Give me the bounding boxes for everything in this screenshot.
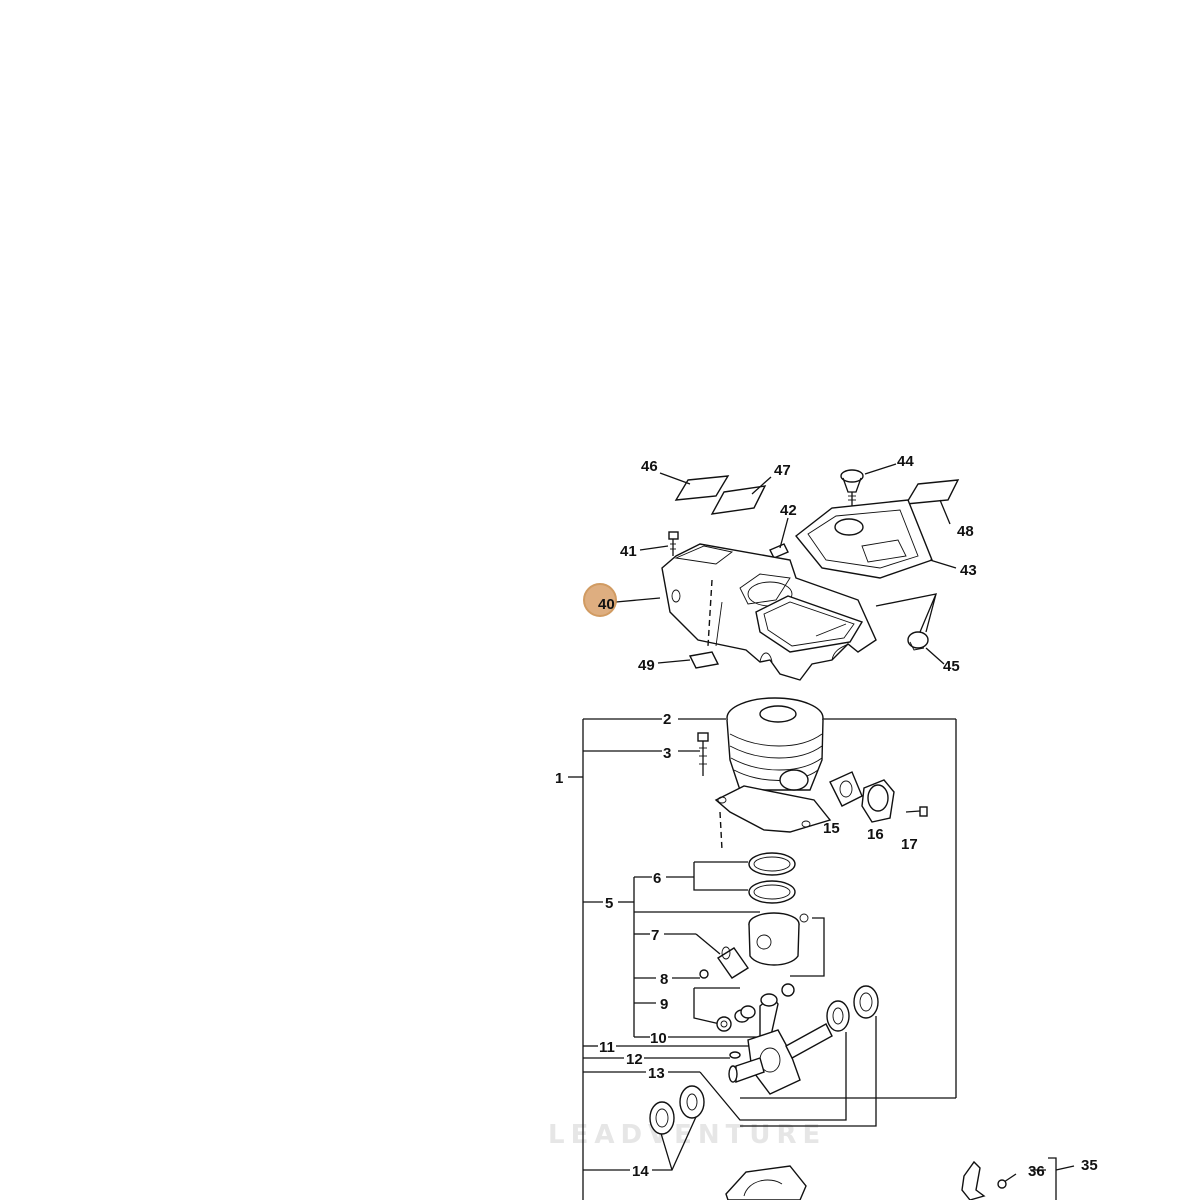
shroud-40 <box>661 543 877 681</box>
callout-13[interactable]: 13 <box>648 1065 665 1082</box>
callout-5[interactable]: 5 <box>605 895 613 912</box>
key-12 <box>729 1051 741 1059</box>
callout-41[interactable]: 41 <box>620 543 637 560</box>
needle-bearing-9 <box>734 983 795 1023</box>
callout-12[interactable]: 12 <box>626 1051 643 1068</box>
decal-49 <box>688 651 720 669</box>
leaders-top <box>615 463 957 665</box>
callout-47[interactable]: 47 <box>774 462 791 479</box>
decal-47 <box>710 485 767 515</box>
callout-42[interactable]: 42 <box>780 502 797 519</box>
callout-10[interactable]: 10 <box>650 1030 667 1047</box>
callout-labels: 46 47 44 48 42 41 43 49 45 2 3 1 15 16 1… <box>555 453 1098 1180</box>
intake-16 <box>861 779 895 823</box>
callout-9[interactable]: 9 <box>660 996 668 1013</box>
callout-14[interactable]: 14 <box>632 1163 649 1180</box>
chain-catcher-35 <box>961 1160 986 1200</box>
callout-15[interactable]: 15 <box>823 820 840 837</box>
callout-46[interactable]: 46 <box>641 458 658 475</box>
callout-8[interactable]: 8 <box>660 971 668 988</box>
piston-pin-7 <box>717 946 749 979</box>
circlip-8 <box>699 969 709 979</box>
decal-46 <box>674 475 730 501</box>
callout-48[interactable]: 48 <box>957 523 974 540</box>
bracket-lines <box>568 718 957 1200</box>
piston-rings-6 <box>748 852 796 904</box>
callout-6[interactable]: 6 <box>653 870 661 887</box>
callout-1[interactable]: 1 <box>555 770 563 787</box>
bearing-right <box>826 985 879 1032</box>
callout-3[interactable]: 3 <box>663 745 671 762</box>
top-cover-43 <box>795 499 933 579</box>
knob-44 <box>840 469 864 506</box>
cylinder-2 <box>714 697 832 833</box>
gasket-15 <box>829 771 863 807</box>
callout-7[interactable]: 7 <box>651 927 659 944</box>
crankcase <box>725 1165 807 1200</box>
callout-11[interactable]: 11 <box>599 1039 615 1056</box>
watermark: LEADVENTURE <box>548 1120 826 1150</box>
bearing-left <box>649 1085 705 1135</box>
callout-45[interactable]: 45 <box>943 658 960 675</box>
callout-40[interactable]: 40 <box>598 596 615 613</box>
callout-49[interactable]: 49 <box>638 657 655 674</box>
callout-44[interactable]: 44 <box>897 453 914 470</box>
screw-36 <box>997 1157 1075 1200</box>
decal-48 <box>904 479 960 505</box>
piston-5 <box>748 912 809 966</box>
callout-36[interactable]: 36 <box>1028 1163 1045 1180</box>
screw-17 <box>905 806 928 817</box>
screw-41 <box>668 531 679 556</box>
callout-2[interactable]: 2 <box>663 711 671 728</box>
crankshaft <box>728 993 833 1095</box>
screw-3 <box>697 732 709 776</box>
callout-40-highlighted[interactable]: 40 <box>583 583 617 617</box>
callout-35[interactable]: 35 <box>1081 1157 1098 1174</box>
plug-45 <box>907 631 929 651</box>
callout-16[interactable]: 16 <box>867 826 884 843</box>
washer-10 <box>716 1016 732 1032</box>
callout-17[interactable]: 17 <box>901 836 918 853</box>
grommet-42 <box>769 543 789 559</box>
callout-43[interactable]: 43 <box>960 562 977 579</box>
highlight-circle[interactable] <box>583 583 617 617</box>
